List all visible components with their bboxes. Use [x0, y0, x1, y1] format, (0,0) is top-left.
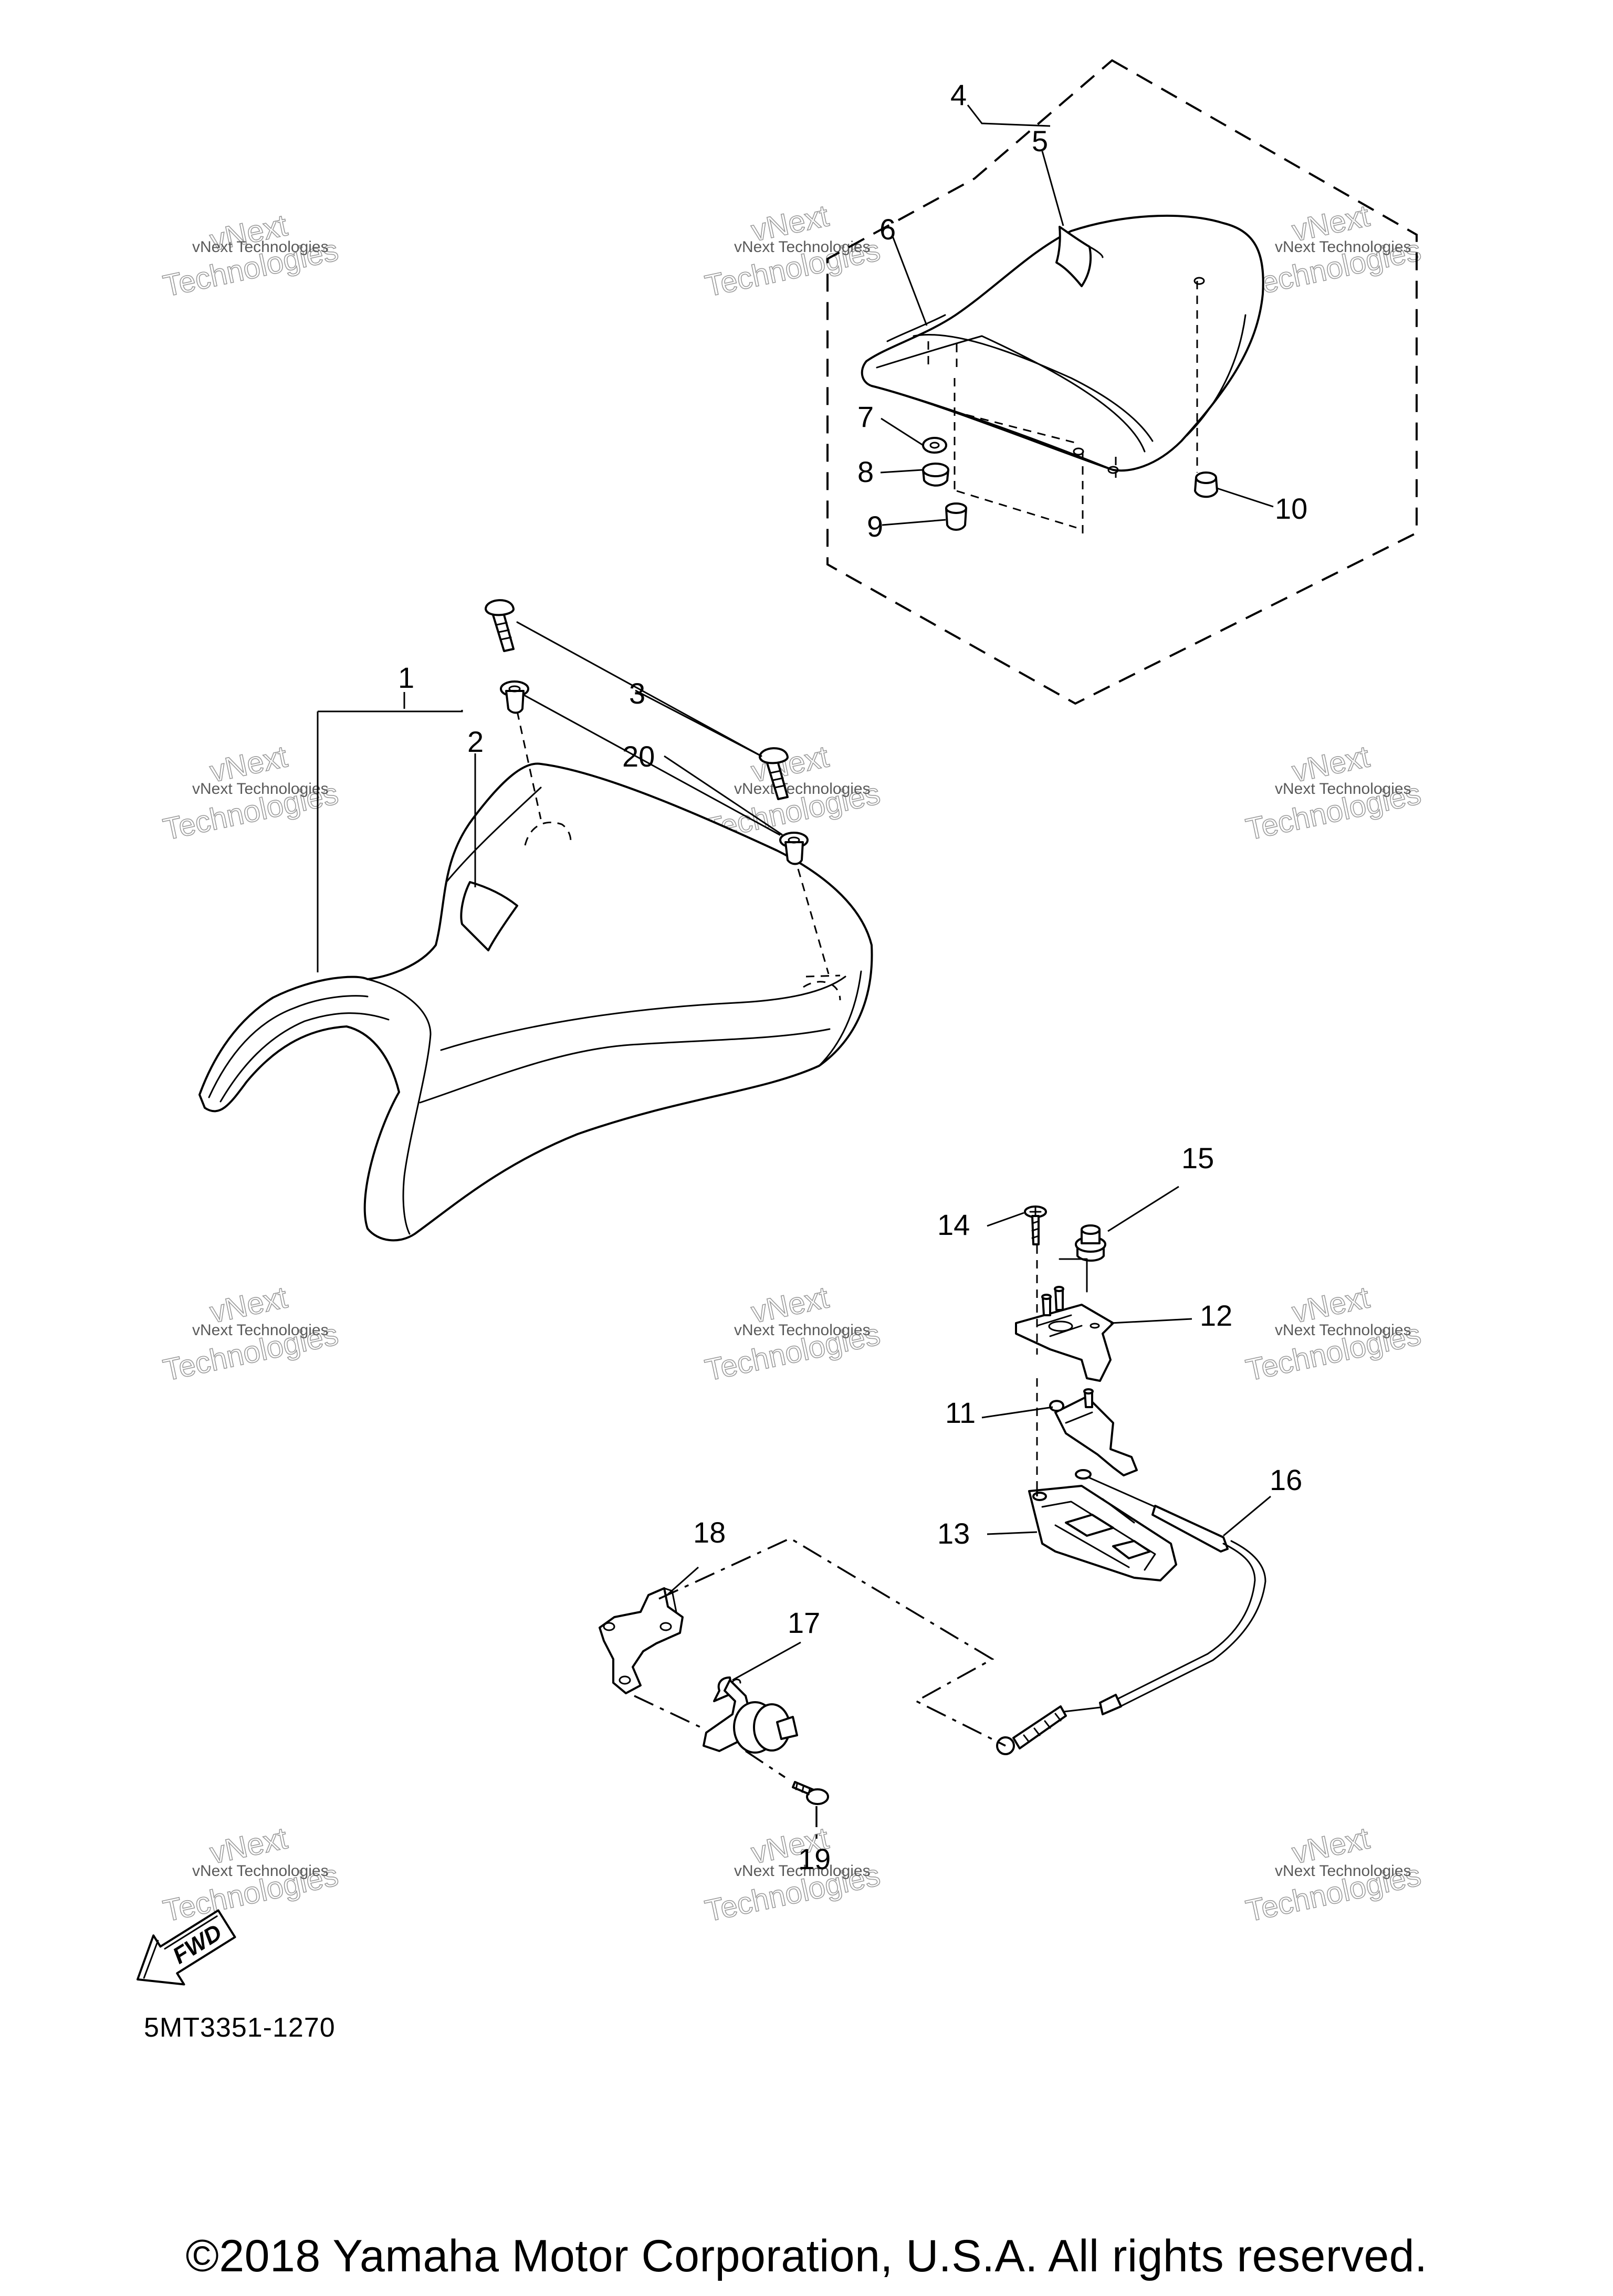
lock-housing	[1028, 1485, 1177, 1581]
callout-5: 5	[1032, 124, 1048, 158]
rear-seat	[861, 214, 1264, 472]
slot	[1048, 1320, 1073, 1332]
hidden-line	[956, 490, 1077, 529]
lock-hook	[1049, 1388, 1138, 1476]
lock-plate	[599, 1587, 684, 1694]
screw	[792, 1781, 829, 1805]
rear-seat-kit-boundary	[826, 59, 1418, 705]
washer	[922, 437, 947, 454]
svg-text:vNext Technologies: vNext Technologies	[734, 1862, 871, 1880]
watermark: Technologies vNext vNext Technologies	[160, 208, 341, 304]
screw	[1024, 1205, 1047, 1245]
callout-9: 9	[867, 510, 883, 543]
key-cylinder	[703, 1676, 798, 1754]
hidden-line	[803, 981, 841, 1001]
mount-hole	[619, 1675, 631, 1685]
svg-text:vNext Technologies: vNext Technologies	[192, 1862, 329, 1880]
callout-2: 2	[467, 725, 484, 758]
watermark: Technologies vNext vNext Technologies	[1242, 198, 1424, 304]
callout-4: 4	[950, 78, 967, 111]
seat-bolt	[485, 599, 515, 652]
diagram-code: 5MT3351-1270	[144, 2012, 336, 2043]
flange-nut	[1075, 1224, 1106, 1262]
callout-20: 20	[622, 740, 655, 773]
assembly-line	[1059, 1258, 1088, 1293]
grab-strap	[1055, 226, 1104, 287]
copyright-notice: ©2018 Yamaha Motor Corporation, U.S.A. A…	[185, 2231, 1428, 2281]
callout-10: 10	[1275, 492, 1307, 525]
callout-18: 18	[693, 1516, 726, 1549]
screw	[945, 502, 967, 531]
watermark: Technologies vNext vNext Technologies	[1242, 739, 1424, 847]
seat-strap	[460, 881, 518, 951]
callout-15: 15	[1181, 1141, 1214, 1175]
svg-text:vNext Technologies: vNext Technologies	[192, 780, 329, 798]
callout-19: 19	[798, 1842, 831, 1875]
seat-lock-mechanism	[996, 1205, 1266, 1755]
callout-13: 13	[937, 1517, 970, 1550]
watermark: Technologies vNext vNext Technologies	[1242, 1821, 1424, 1929]
callout-3: 3	[629, 677, 645, 710]
assembly-line	[634, 1695, 701, 1728]
watermark: Technologies vNext vNext Technologies	[1242, 1280, 1424, 1388]
svg-text:vNext Technologies: vNext Technologies	[734, 1322, 871, 1339]
damper	[922, 463, 949, 487]
callout-16: 16	[1270, 1463, 1302, 1496]
watermark: Technologies vNext vNext Technologies	[160, 1821, 341, 1929]
svg-text:vNext Technologies: vNext Technologies	[1275, 780, 1411, 798]
callout-7: 7	[857, 400, 874, 433]
seat-lock-cable	[996, 1469, 1266, 1755]
callout-12: 12	[1200, 1299, 1232, 1332]
hidden-line	[966, 414, 1080, 445]
assembly-line	[745, 1750, 785, 1778]
hidden-line	[797, 868, 830, 974]
svg-text:vNext Technologies: vNext Technologies	[734, 238, 871, 256]
callout-numbers: 1 2 3 4 5 6 7 8 9 10 11 12 13 14 15 16 1…	[398, 78, 1307, 1875]
svg-text:vNext Technologies: vNext Technologies	[192, 1322, 329, 1339]
mount-hole	[659, 1622, 672, 1631]
seat-collar	[779, 832, 809, 865]
key-lock-assembly	[599, 1587, 829, 1840]
mount-hole	[603, 1622, 615, 1631]
hidden-line	[524, 821, 572, 846]
seat-bolt	[759, 747, 789, 800]
bolt-leader	[516, 621, 762, 757]
lock-bracket	[1015, 1286, 1114, 1382]
mount-hole	[1193, 277, 1205, 285]
callout-11: 11	[945, 1396, 976, 1429]
leader-lines	[317, 104, 1274, 1681]
watermark: Technologies vNext vNext Technologies	[701, 1280, 883, 1388]
rear-seat-assembly	[826, 59, 1418, 705]
callout-14: 14	[937, 1208, 970, 1241]
hidden-line	[516, 711, 542, 820]
svg-text:vNext Technologies: vNext Technologies	[1275, 1322, 1411, 1339]
seat-collar	[500, 680, 529, 714]
watermark: Technologies vNext vNext Technologies	[701, 198, 883, 304]
mount-hole	[1073, 447, 1084, 456]
callout-6: 6	[879, 213, 896, 246]
svg-text:vNext Technologies: vNext Technologies	[1275, 1862, 1411, 1880]
callout-17: 17	[788, 1606, 820, 1639]
watermark: Technologies vNext vNext Technologies	[160, 739, 341, 847]
watermark: Technologies vNext vNext Technologies	[701, 1821, 883, 1929]
watermark: Technologies vNext vNext Technologies	[160, 1280, 341, 1388]
svg-text:vNext Technologies: vNext Technologies	[1275, 238, 1411, 256]
svg-text:vNext Technologies: vNext Technologies	[192, 238, 329, 256]
svg-text:vNext Technologies: vNext Technologies	[734, 780, 871, 798]
hidden-line	[805, 974, 841, 978]
routing-line	[658, 1537, 1006, 1747]
callout-8: 8	[857, 455, 874, 488]
front-seat	[198, 711, 873, 1242]
bolt-leader	[524, 695, 781, 836]
callout-1: 1	[398, 661, 414, 694]
mount-hole	[1107, 466, 1119, 474]
cap-nut	[1194, 471, 1218, 498]
